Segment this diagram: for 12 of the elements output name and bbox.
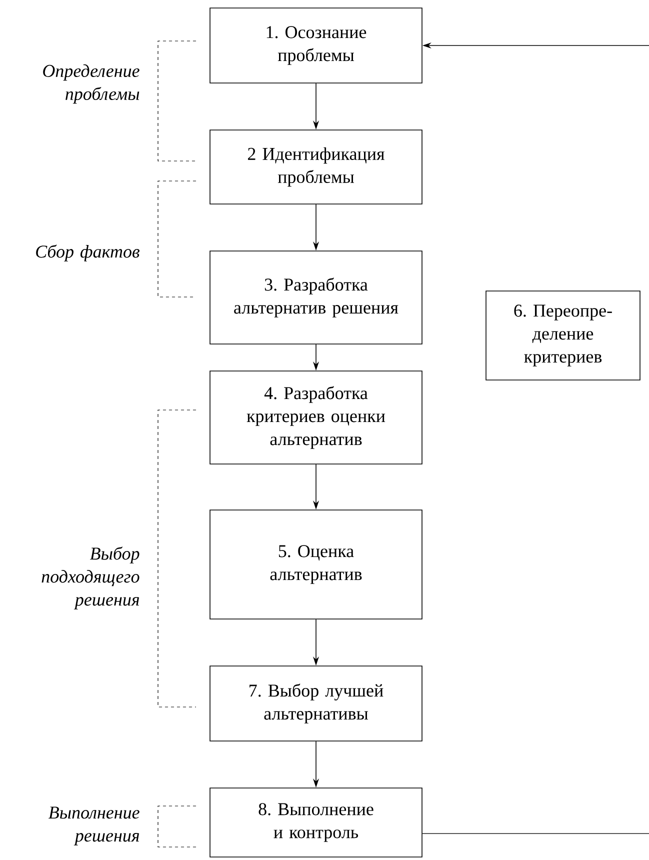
bracketed-phase-label: Выбор подходящего решения [42, 410, 196, 708]
process-box: 5. Оценка альтернатив [210, 510, 422, 620]
process-box: 1. Осознание проблемы [210, 8, 422, 84]
bracketed-phase-label: Определение проблемы [43, 40, 196, 162]
process-box: 7. Выбор лучшей альтернативы [210, 666, 422, 742]
process-box: 8. Выполнение и контроль [210, 788, 422, 858]
process-box: 4. Разработка критериев оценки альтернатив [210, 370, 422, 464]
process-box: 6. Переопре-деление критериев [486, 290, 640, 380]
bracketed-phase-label: Выполнение решения [48, 806, 196, 848]
process-box: 3. Разработка альтернатив решения [210, 250, 422, 344]
bracketed-phase-label: Сбор фактов [36, 180, 196, 298]
process-box: 2 Идентификация проблемы [210, 130, 422, 204]
